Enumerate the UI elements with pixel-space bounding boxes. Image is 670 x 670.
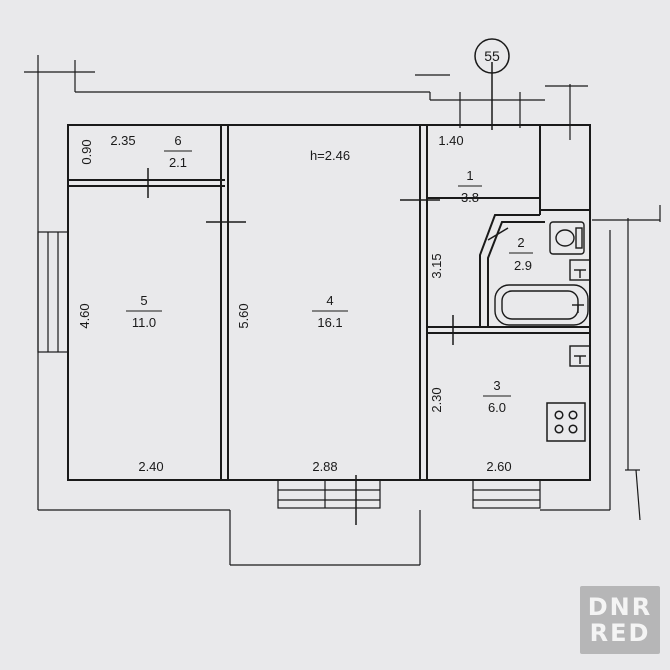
dim-r4-height: 5.60 <box>236 303 251 328</box>
dim-r5-bottom: 2.40 <box>138 459 163 474</box>
bathtub-icon <box>494 284 589 326</box>
left-window <box>37 231 69 353</box>
stove-icon <box>546 402 586 442</box>
room-6-area: 2.1 <box>169 155 187 170</box>
room-2-id: 2 <box>517 235 524 250</box>
watermark-line-2: RED <box>589 619 651 647</box>
dim-r1-height: 3.15 <box>429 253 444 278</box>
room-3-id: 3 <box>493 378 500 393</box>
outer-walls <box>24 55 661 566</box>
dim-r5-height: 4.60 <box>77 303 92 328</box>
sink-icon <box>569 259 591 281</box>
bathroom-walls <box>479 214 545 327</box>
room-5-id: 5 <box>140 293 147 308</box>
building-marker-circle <box>474 38 510 74</box>
watermark: DNR RED <box>580 586 660 654</box>
room-2-area: 2.9 <box>514 258 532 273</box>
room-6-id: 6 <box>174 133 181 148</box>
bottom-windows <box>277 479 541 509</box>
dim-r3-height: 2.30 <box>429 387 444 412</box>
dim-r3-bottom: 2.60 <box>486 459 511 474</box>
toilet-icon <box>549 221 585 255</box>
dim-r4-bottom: 2.88 <box>312 459 337 474</box>
dim-r6-depth: 0.90 <box>79 139 94 164</box>
room-3-area: 6.0 <box>488 400 506 415</box>
room-5-area: 11.0 <box>132 315 156 330</box>
building-marker: 55 <box>484 48 500 64</box>
dim-r6-width: 2.35 <box>110 133 135 148</box>
dim-r1-width: 1.40 <box>438 133 463 148</box>
room-1-id: 1 <box>466 168 473 183</box>
room-4-area: 16.1 <box>317 315 342 330</box>
watermark-line-1: DNR <box>587 593 653 621</box>
ceiling-height: h=2.46 <box>310 148 350 163</box>
sink-icon <box>569 345 591 367</box>
room-4-id: 4 <box>326 293 333 308</box>
room-1-area: 3.8 <box>461 190 479 205</box>
